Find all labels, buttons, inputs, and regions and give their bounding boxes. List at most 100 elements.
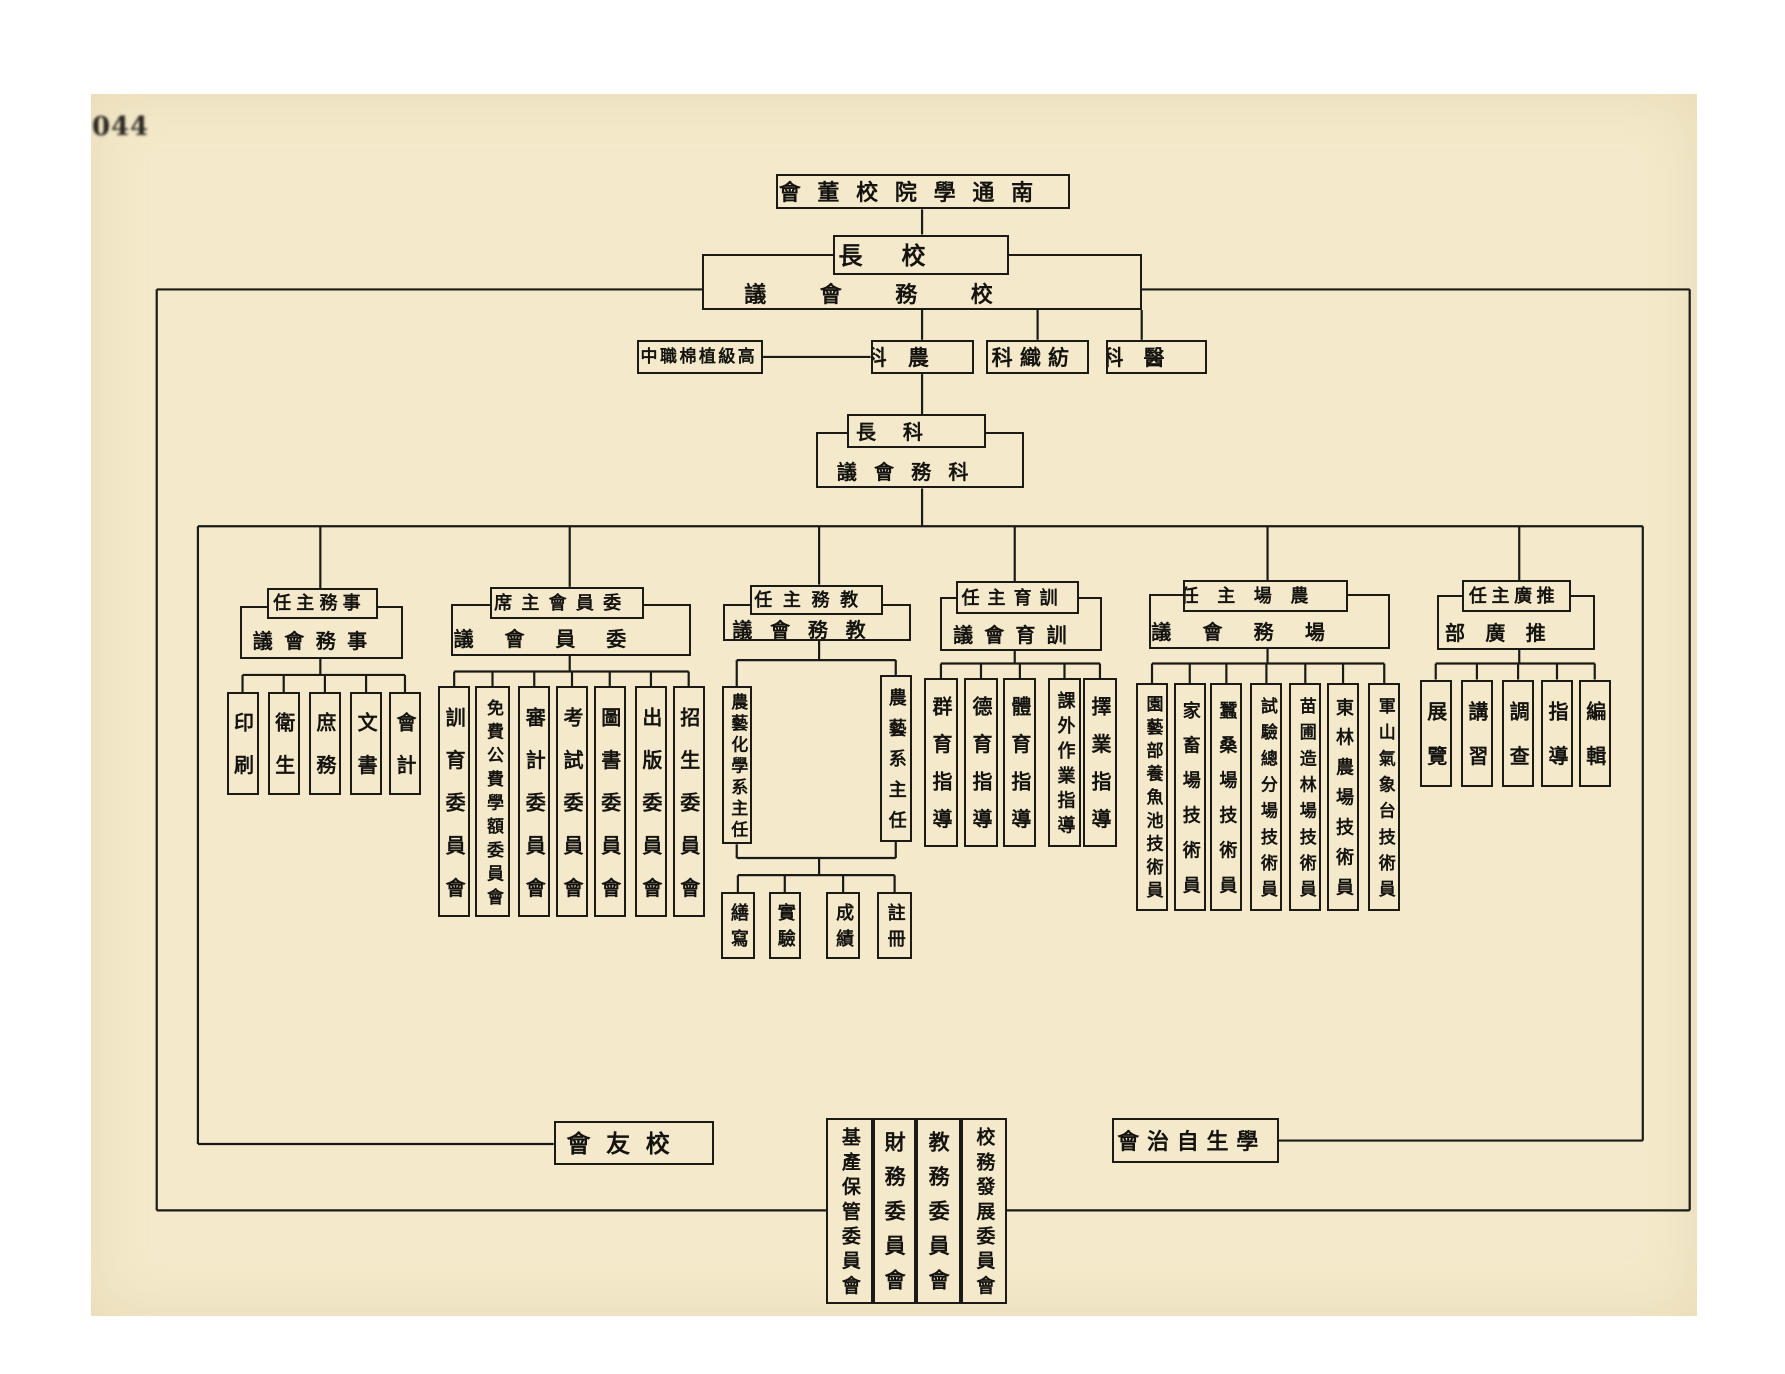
unit-box-label: 家畜場技術員: [1179, 700, 1201, 910]
committee-box: 校務發展委員會: [960, 1117, 1007, 1305]
president-box-label: 校長: [838, 240, 965, 270]
dean-box: 科長: [846, 414, 987, 449]
alumni-box-label: 校友會: [566, 1128, 686, 1158]
unit-box: 衛生: [267, 692, 300, 796]
unit-box-label: 展覽: [1423, 700, 1448, 788]
unit-box-label: 講習: [1464, 700, 1489, 788]
textile-college-box-label: 紡織科: [991, 345, 1077, 371]
committee-box-label: 基產保管委員會: [838, 1127, 861, 1301]
department-head-box-label: 農藝化學系主任: [727, 693, 748, 842]
unit-box: 繕寫: [720, 892, 756, 959]
unit-box: 苗圃造林場技術員: [1289, 682, 1322, 911]
unit-box: 試驗總分場技術員: [1250, 682, 1283, 911]
unit-box: 文書: [350, 692, 383, 796]
unit-box-label: 審計委員會: [522, 706, 547, 918]
unit-box-label: 註冊: [884, 903, 906, 956]
unit-box: 圖書委員會: [593, 686, 626, 918]
unit-box-label: 圖書委員會: [597, 706, 622, 918]
unit-box-label: 出版委員會: [638, 706, 663, 918]
board-box-label: 南通學院校董會: [778, 179, 1050, 206]
unit-box: 家畜場技術員: [1173, 682, 1206, 911]
agriculture-college-box-label: 農科: [870, 345, 951, 371]
group-head-box-label: 委員會主席: [494, 592, 631, 614]
agriculture-college-box: 農科: [870, 339, 974, 375]
department-head-box-label: 農藝系主任: [885, 688, 907, 842]
unit-box-label: 指導: [1544, 700, 1569, 788]
group-council-box-label: 教務會議: [732, 618, 884, 641]
unit-box-label: 成績: [833, 903, 855, 956]
unit-box: 成績: [825, 892, 861, 959]
unit-box: 調查: [1502, 679, 1535, 788]
dean-box-label: 科長: [855, 420, 950, 445]
unit-box: 講習: [1460, 679, 1493, 788]
textile-college-box: 紡織科: [986, 339, 1090, 375]
unit-box: 園藝部養魚池技術員: [1135, 682, 1169, 911]
vocational-school-box-label: 高級植棉職中: [640, 347, 758, 368]
unit-box-label: 文書: [354, 712, 379, 796]
unit-box-label: 會計: [392, 712, 417, 796]
unit-box-label: 招生委員會: [676, 706, 701, 918]
unit-box-label: 苗圃造林場技術員: [1295, 696, 1316, 907]
group-head-box: 教務主任: [750, 584, 884, 616]
board-box: 南通學院校董會: [775, 173, 1070, 210]
vocational-school-box: 高級植棉職中: [637, 339, 764, 375]
committee-box-label: 教務委員會: [926, 1131, 952, 1305]
unit-box: 德育指導: [964, 678, 998, 847]
group-council-box-label: 訓育會議: [953, 622, 1078, 647]
unit-box-label: 繕寫: [727, 903, 749, 956]
unit-box: 訓育委員會: [438, 686, 471, 918]
president-box: 校長: [832, 234, 1009, 275]
unit-box: 編輯: [1578, 679, 1611, 788]
unit-box: 指導: [1540, 679, 1573, 788]
group-head-box-label: 訓育主任: [961, 587, 1066, 609]
unit-box-label: 調查: [1506, 700, 1531, 788]
unit-box-label: 課外作業指導: [1054, 691, 1076, 841]
committee-box: 教務委員會: [916, 1117, 961, 1305]
unit-box: 展覽: [1419, 679, 1452, 788]
unit-box: 軍山氣象台技術員: [1368, 682, 1401, 911]
unit-box: 招生委員會: [672, 686, 705, 918]
committee-box: 財務委員會: [872, 1117, 917, 1305]
unit-box: 免費公費學額委員會: [474, 686, 511, 918]
unit-box-label: 擇業指導: [1087, 696, 1112, 847]
unit-box: 東林農場技術員: [1327, 682, 1360, 911]
student-union-box-label: 學生自治會: [1117, 1128, 1266, 1155]
unit-box: 課外作業指導: [1047, 678, 1082, 847]
unit-box-label: 庶務: [312, 712, 337, 796]
unit-box-label: 軍山氣象台技術員: [1374, 696, 1395, 907]
unit-box-label: 訓育委員會: [442, 706, 467, 918]
medicine-college-box-label: 醫科: [1106, 345, 1185, 371]
unit-box-label: 東林農場技術員: [1333, 698, 1355, 908]
college-council-box-label: 科務會議: [836, 460, 986, 485]
unit-box-label: 群育指導: [928, 696, 953, 847]
unit-box: 庶務: [308, 692, 341, 796]
unit-box-label: 蠶桑場技術員: [1216, 700, 1238, 910]
group-head-box: 訓育主任: [956, 581, 1079, 615]
unit-box: 印刷: [226, 692, 259, 796]
group-head-box-label: 教務主任: [754, 590, 869, 612]
group-head-box: 推廣主任: [1462, 580, 1571, 613]
unit-box: 實驗: [768, 892, 801, 959]
unit-box: 擇業指導: [1083, 678, 1117, 847]
unit-box: 考試委員會: [555, 686, 588, 918]
group-head-box: 農場主任: [1182, 580, 1348, 613]
group-council-box-label: 場務會議: [1151, 620, 1357, 645]
unit-box-label: 印刷: [230, 712, 255, 796]
student-union-box: 學生自治會: [1111, 1117, 1279, 1164]
unit-box-label: 編輯: [1582, 700, 1607, 788]
unit-box-label: 免費公費學額委員會: [482, 698, 503, 912]
unit-box: 體育指導: [1003, 678, 1037, 847]
group-head-box: 委員會主席: [489, 586, 645, 619]
unit-box-label: 考試委員會: [559, 706, 584, 918]
unit-box: 出版委員會: [634, 686, 667, 918]
unit-box-label: 體育指導: [1007, 696, 1032, 847]
committee-box-label: 財務委員會: [882, 1131, 908, 1305]
group-head-box-label: 推廣主任: [1468, 586, 1560, 608]
group-council-box-label: 推廣部: [1444, 621, 1567, 646]
unit-box-label: 實驗: [774, 903, 796, 956]
medicine-college-box: 醫科: [1106, 339, 1207, 375]
committee-box-label: 校務發展委員會: [973, 1127, 996, 1301]
group-council-box-label: 委員會議: [453, 627, 658, 652]
